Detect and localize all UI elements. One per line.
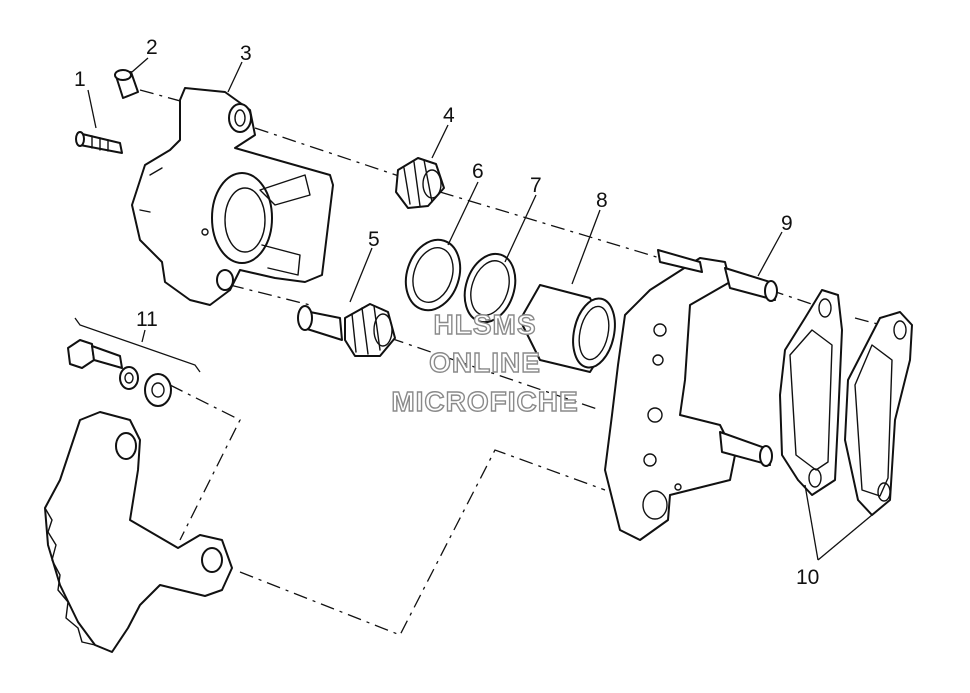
part-6-seal-ring — [404, 238, 462, 312]
callout-labels: 1 2 3 4 5 6 7 8 9 10 11 — [74, 36, 819, 589]
part-7-seal-ring — [463, 252, 517, 324]
part-10-brake-pads — [779, 289, 913, 516]
part-8-piston — [519, 284, 616, 373]
watermark-line-1: HLSMS — [434, 309, 537, 340]
callout-2: 2 — [146, 36, 158, 59]
callout-11: 11 — [136, 308, 158, 331]
callout-10: 10 — [796, 566, 819, 589]
part-5-slide-pin — [297, 303, 396, 357]
callout-1: 1 — [74, 68, 86, 91]
callout-3: 3 — [240, 42, 252, 65]
mounting-knuckle — [44, 411, 233, 653]
callout-8: 8 — [596, 189, 608, 212]
callout-9: 9 — [781, 212, 793, 235]
callout-7: 7 — [530, 174, 542, 197]
part-11-bolt-washers — [67, 339, 172, 407]
part-9-bracket — [604, 249, 778, 541]
part-1-bleeder-screw — [75, 131, 123, 154]
watermark-line-3: MICROFICHE — [391, 386, 578, 417]
callout-4: 4 — [443, 104, 455, 127]
part-2-cap — [114, 69, 139, 99]
callout-6: 6 — [472, 160, 484, 183]
part-3-caliper-body — [131, 87, 334, 306]
watermark-line-2: ONLINE — [429, 347, 541, 378]
watermark: HLSMS ONLINE MICROFICHE — [391, 308, 579, 417]
part-4-boot — [395, 157, 445, 209]
leader-lines — [74, 57, 873, 561]
callout-5: 5 — [368, 228, 380, 251]
